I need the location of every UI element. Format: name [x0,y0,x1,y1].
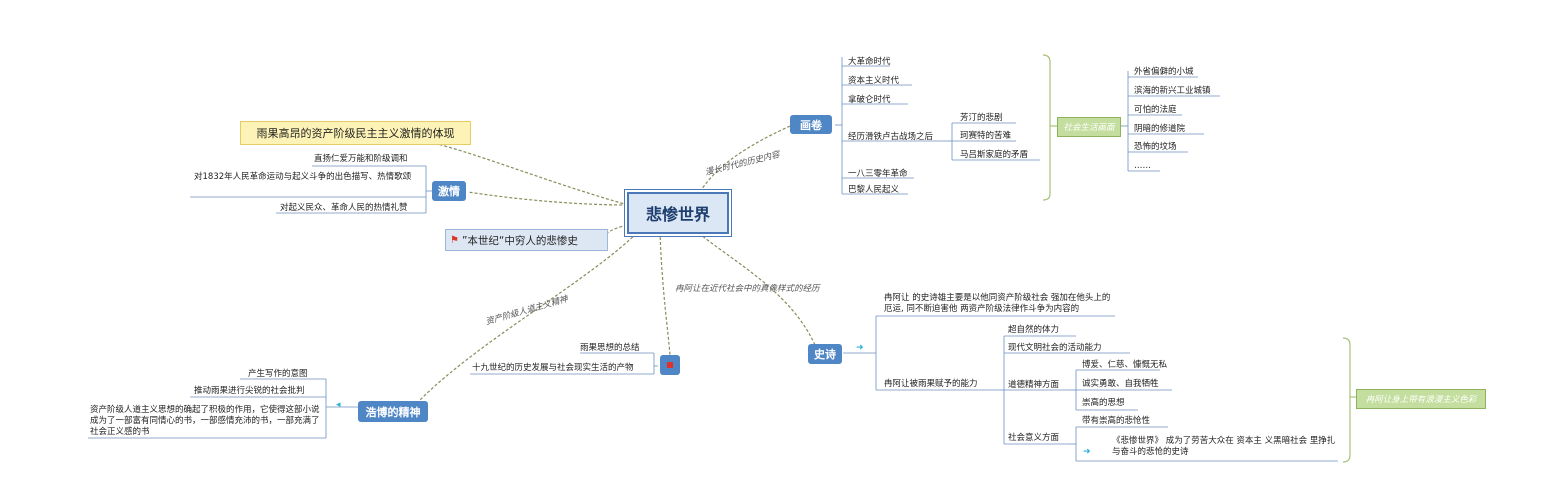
social-life-item[interactable]: 恐怖的坟场 [1134,142,1177,152]
social-life-item[interactable]: 阴暗的修道院 [1134,124,1186,134]
topic-huajuan[interactable]: 画卷 [790,115,832,134]
note-text: ”本世纪“中穷人的悲惨史 [461,234,578,247]
edge-label-experience: 冉阿让在近代社会中的真像样式的经历 [675,284,820,294]
huajuan-item[interactable]: 经历滑铁卢古战场之后 [848,132,934,142]
topic-haobo-jingshen[interactable]: 浩博的精神 [358,401,428,422]
summary-romanticism[interactable]: 冉阿让身上带有浪漫主义色彩 [1356,389,1486,409]
social-life-item[interactable]: …… [1134,161,1151,171]
social-item[interactable]: 《悲惨世界》 成为了劳苦大众在 资本主 义黑暗社会 里挣扎与奋斗的悲怆的史诗 [1112,436,1336,457]
ability-item[interactable]: 道德精神方面 [1008,380,1060,390]
topic-jiqing[interactable]: 激情 [432,181,466,201]
huajuan-sub-item[interactable]: 芳汀的悲剧 [960,113,1003,123]
note-history-of-poor[interactable]: ⚑ ”本世纪“中穷人的悲惨史 [445,229,608,251]
social-item[interactable]: 带有崇高的悲怆性 [1082,416,1151,426]
ability-item[interactable]: 社会意义方面 [1008,433,1060,443]
callout-passion-summary[interactable]: 雨果高昂的资产阶级民主主义激情的体现 [240,121,471,145]
huajuan-item[interactable]: 大革命时代 [848,57,891,67]
huajuan-item[interactable]: 巴黎人民起义 [848,185,900,195]
arrow-right-icon: ◂ [336,400,341,410]
shishi-ability[interactable]: 冉阿让被雨果赋予的能力 [884,379,978,389]
social-life-item[interactable]: 可怕的法庭 [1134,105,1177,115]
huajuan-item[interactable]: 资本主义时代 [848,76,900,86]
jiqing-item[interactable]: 直扬仁爱万能和阶级调和 [314,154,408,164]
jiqing-item[interactable]: 对1832年人民革命运动与起义斗争的出色描写、热情歌颂 [194,172,412,182]
jingshen-mid-item[interactable]: 雨果思想的总结 [580,343,640,353]
huajuan-sub-item[interactable]: 珂赛特的苦难 [960,131,1012,141]
social-life-item[interactable]: 滨海的新兴工业城镇 [1134,86,1211,96]
huajuan-sub-item[interactable]: 马吕斯家庭的矛盾 [960,150,1029,160]
jingshen-item[interactable]: 产生写作的意图 [248,369,308,379]
huajuan-item[interactable]: 一八三零年革命 [848,169,908,179]
flag-marker-icon[interactable] [660,355,680,375]
jingshen-item[interactable]: 推动雨果进行尖锐的社会批判 [194,386,305,396]
jingshen-item[interactable]: 资产阶级人道主义思想的确起了积极的作用，它使得这部小说成为了一部富有同情心的书，… [90,405,320,437]
central-topic[interactable]: 悲惨世界 [627,192,729,234]
moral-item[interactable]: 崇高的思想 [1082,398,1125,408]
arrow-right-icon: ➜ [1083,447,1091,457]
jiqing-item[interactable]: 对起义民众、革命人民的热情礼赞 [280,203,408,213]
social-life-item[interactable]: 外省偏僻的小城 [1134,67,1194,77]
shishi-intro[interactable]: 冉阿让 的史诗雄主要是以他同资产阶级社会 强加在他头上的厄运, 同不断迫害他 两… [884,293,1111,314]
moral-item[interactable]: 博爱、仁慈、慷慨无私 [1082,360,1168,370]
summary-social-life[interactable]: 社会生活画面 [1057,117,1121,137]
arrow-right-icon: ➜ [856,343,864,353]
flag-icon: ⚑ [450,234,459,246]
topic-shishi[interactable]: 史诗 [808,344,842,364]
huajuan-item[interactable]: 拿破仑时代 [848,95,891,105]
ability-item[interactable]: 超自然的体力 [1008,325,1060,335]
moral-item[interactable]: 诚实勇敢、自我牺牲 [1082,379,1159,389]
ability-item[interactable]: 现代文明社会的活动能力 [1008,343,1102,353]
jingshen-mid-item[interactable]: 十九世纪的历史发展与社会现实生活的产物 [472,363,634,373]
